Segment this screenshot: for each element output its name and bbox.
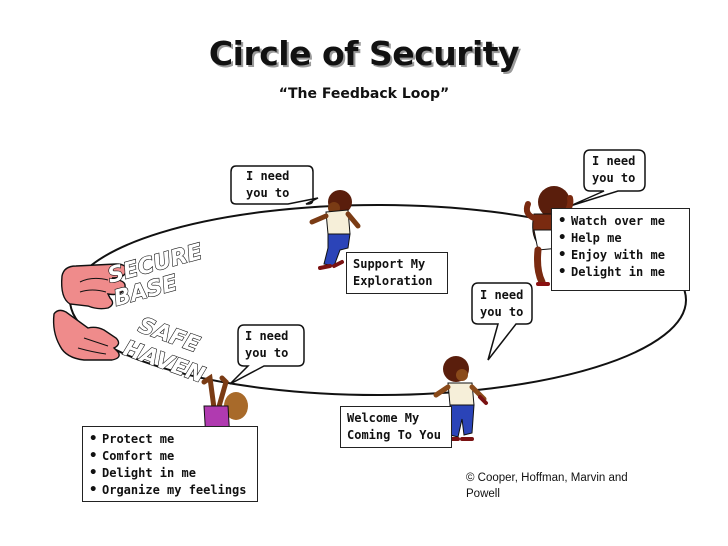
- list-item: Enjoy with me: [558, 247, 683, 264]
- support-exploration-box: Support My Exploration: [346, 252, 448, 294]
- credit-line-2: Powell: [466, 488, 500, 500]
- diagram-title: Circle of Security: [208, 34, 520, 73]
- speech-bubble-left-top: [230, 165, 319, 205]
- box-line: Exploration: [353, 274, 433, 288]
- bubble-line: you to: [480, 305, 524, 319]
- list-item: Protect me: [89, 431, 251, 448]
- bubble-line: I need: [592, 154, 636, 168]
- safe-haven-label: SAFE HAVEN: [119, 313, 208, 390]
- list-item: Comfort me: [89, 448, 251, 465]
- bubble-line: you to: [592, 171, 636, 185]
- welcome-coming-box: Welcome My Coming To You: [340, 406, 452, 448]
- speech-bubble-left-bottom: [229, 324, 305, 385]
- hand-icon: [60, 263, 127, 310]
- speech-bubble-middle: [471, 282, 533, 361]
- credit-line-1: © Cooper, Hoffman, Marvin and: [466, 472, 628, 484]
- bubble-line: I need: [245, 329, 289, 343]
- haven-needs-box: Protect me Comfort me Delight in me Orga…: [82, 426, 258, 502]
- list-item: Delight in me: [89, 465, 251, 482]
- list-item: Help me: [558, 230, 683, 247]
- bubble-text-left-bottom: I need you to: [245, 328, 288, 362]
- list-item: Organize my feelings: [89, 482, 251, 499]
- bubble-text-middle: I need you to: [480, 287, 523, 321]
- diagram-subtitle: “The Feedback Loop”: [278, 86, 450, 102]
- list-item: Delight in me: [558, 264, 683, 281]
- bubble-line: you to: [246, 186, 290, 200]
- exploration-needs-box: Watch over me Help me Enjoy with me Deli…: [551, 208, 690, 291]
- bubble-text-left-top: I need you to: [246, 168, 289, 202]
- exploration-needs-list: Watch over me Help me Enjoy with me Deli…: [558, 213, 683, 281]
- box-line: Coming To You: [347, 428, 441, 442]
- list-item: Watch over me: [558, 213, 683, 230]
- box-line: Welcome My: [347, 411, 420, 425]
- bubble-line: I need: [246, 169, 290, 183]
- copyright-credit: © Cooper, Hoffman, Marvin and Powell: [466, 470, 646, 502]
- haven-needs-list: Protect me Comfort me Delight in me Orga…: [89, 431, 251, 499]
- speech-bubble-right-top: [569, 149, 646, 207]
- box-line: Support My: [353, 257, 426, 271]
- hand-icon: [52, 309, 120, 361]
- bubble-line: I need: [480, 288, 524, 302]
- secure-base-label: SECURE BASE: [104, 239, 205, 312]
- bubble-line: you to: [245, 346, 289, 360]
- bubble-text-right-top: I need you to: [592, 153, 635, 187]
- toddler-icon: [309, 190, 361, 270]
